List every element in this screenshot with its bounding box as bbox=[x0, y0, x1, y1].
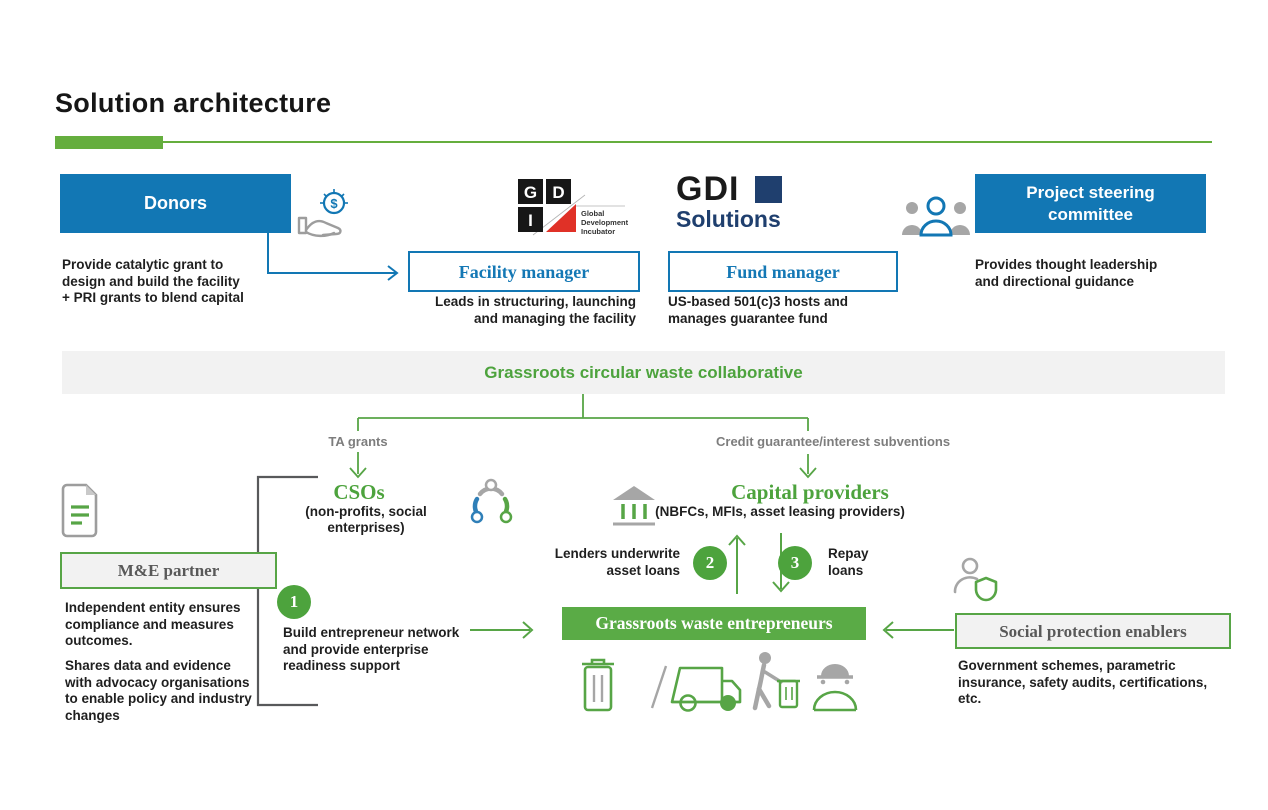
entrepreneurs-label: Grassroots waste entrepreneurs bbox=[595, 613, 833, 633]
gdi-solutions-logo: GDI Solutions bbox=[676, 170, 806, 238]
build-network-arrow bbox=[470, 621, 534, 639]
social-protection-box: Social protection enablers bbox=[955, 613, 1231, 649]
title-rule-accent bbox=[55, 136, 163, 149]
social-protection-description: Government schemes, parametric insurance… bbox=[958, 658, 1208, 707]
title-rule-line bbox=[55, 141, 1212, 143]
me-partner-paragraph-1: Independent entity ensures compliance an… bbox=[65, 600, 241, 649]
fund-manager-box: Fund manager bbox=[668, 251, 898, 292]
people-group-icon bbox=[902, 196, 970, 237]
gdi-caption-line2: Development bbox=[581, 218, 629, 227]
trash-bin-icon bbox=[582, 658, 614, 712]
gdi-letter-d: D bbox=[552, 183, 564, 202]
gdi-caption-line1: Global bbox=[581, 209, 604, 218]
document-icon bbox=[61, 483, 98, 538]
lenders-underwrite-label: Lenders underwrite asset loans bbox=[554, 546, 680, 578]
page-title: Solution architecture bbox=[55, 88, 332, 118]
donors-box: Donors bbox=[60, 174, 291, 233]
steering-committee-description: Provides thought leadership and directio… bbox=[975, 257, 1158, 289]
fund-manager-label: Fund manager bbox=[726, 261, 840, 282]
capital-providers-title: Capital providers bbox=[731, 480, 889, 504]
me-partner-box: M&E partner bbox=[60, 552, 277, 589]
me-partner-paragraph-2: Shares data and evidence with advocacy o… bbox=[65, 658, 252, 724]
csos-title: CSOs bbox=[333, 480, 385, 504]
step-1-number: 1 bbox=[289, 592, 299, 611]
collaborative-banner-label: Grassroots circular waste collaborative bbox=[484, 362, 803, 382]
garbage-truck-icon bbox=[650, 665, 742, 712]
me-partner-bracket bbox=[256, 475, 318, 707]
hand-coin-icon: $ bbox=[297, 189, 348, 238]
facility-manager-label: Facility manager bbox=[458, 261, 590, 282]
social-protection-label: Social protection enablers bbox=[999, 621, 1187, 641]
facility-manager-description: Leads in structuring, launching and mana… bbox=[434, 294, 636, 326]
gdi-letter-i: I bbox=[528, 211, 533, 230]
steering-committee-label: Project steering committee bbox=[1026, 183, 1155, 224]
banner-split-connector bbox=[349, 394, 817, 479]
community-icon bbox=[470, 478, 513, 524]
worker-hat-icon bbox=[812, 664, 858, 712]
entrepreneurs-box: Grassroots waste entrepreneurs bbox=[562, 607, 866, 640]
gdi-caption-line3: Incubator bbox=[581, 227, 615, 236]
social-protection-arrow bbox=[882, 621, 954, 639]
gdi-solutions-wordmark: GDI bbox=[676, 170, 740, 208]
capital-providers-subtitle: (NBFCs, MFIs, asset leasing providers) bbox=[655, 504, 905, 519]
step-2-number: 2 bbox=[705, 553, 715, 572]
ta-grants-label: TA grants bbox=[328, 434, 388, 449]
gdi-solutions-square bbox=[755, 176, 782, 203]
step-2-badge: 2 bbox=[693, 546, 727, 580]
repay-loans-label: Repay loans bbox=[828, 546, 869, 578]
csos-subtitle: (non-profits, social enterprises) bbox=[305, 504, 427, 536]
me-partner-label: M&E partner bbox=[117, 561, 220, 580]
step-1-badge: 1 bbox=[277, 585, 311, 619]
gdi-solutions-subbrand: Solutions bbox=[676, 206, 781, 232]
donors-to-facility-arrow bbox=[267, 233, 399, 281]
person-shield-icon bbox=[953, 557, 998, 602]
person-bin-icon bbox=[752, 652, 800, 711]
collaborative-banner: Grassroots circular waste collaborative bbox=[62, 351, 1225, 394]
gdi-letter-g: G bbox=[524, 183, 537, 202]
build-network-label: Build entrepreneur network and provide e… bbox=[283, 625, 460, 674]
bank-icon bbox=[613, 486, 655, 526]
step-3-number: 3 bbox=[790, 553, 800, 572]
svg-text:$: $ bbox=[330, 196, 338, 211]
donors-label: Donors bbox=[144, 193, 207, 214]
steering-committee-box: Project steering committee bbox=[975, 174, 1206, 233]
credit-guarantee-label: Credit guarantee/interest subventions bbox=[716, 434, 951, 449]
donors-description: Provide catalytic grant to design and bu… bbox=[62, 257, 244, 306]
facility-manager-box: Facility manager bbox=[408, 251, 640, 292]
gdi-logo: G D I Global Development Incubator bbox=[518, 179, 629, 236]
fund-manager-description: US-based 501(c)3 hosts and manages guara… bbox=[668, 294, 849, 326]
step-3-badge: 3 bbox=[778, 546, 812, 580]
